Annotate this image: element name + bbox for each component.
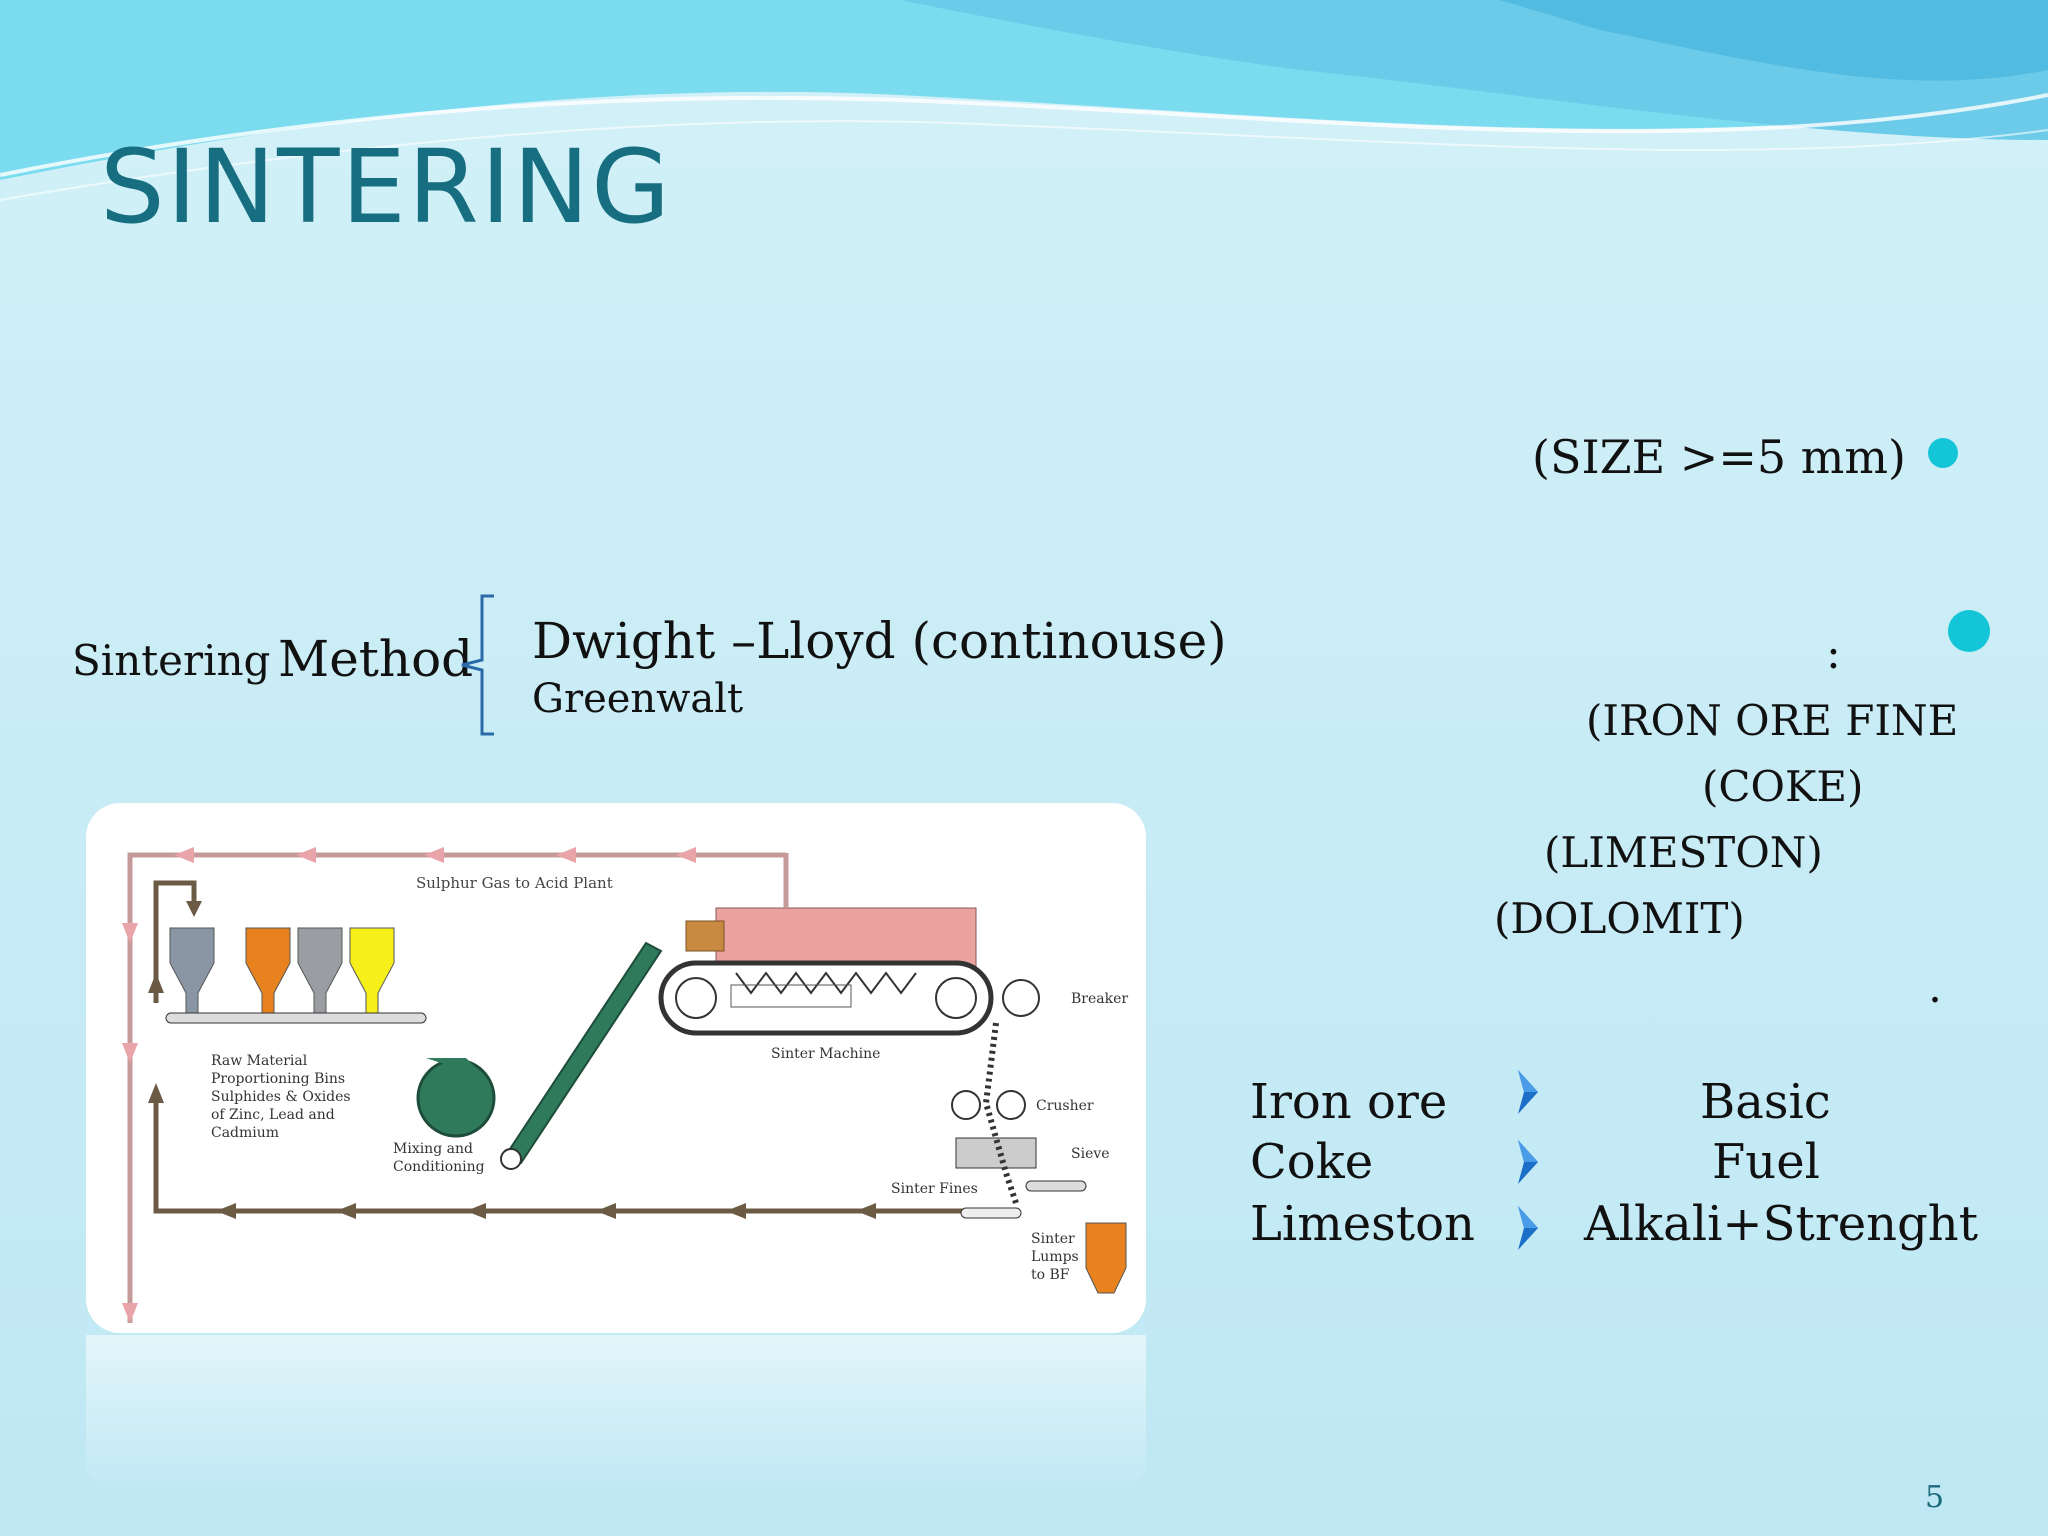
- role-fuel: Fuel: [1712, 1134, 1820, 1190]
- mixing-drum: [416, 1058, 496, 1138]
- materials-colon: :: [1826, 628, 1841, 679]
- lumps-label-1: Sinter: [1031, 1231, 1075, 1247]
- bins-label-1: Raw Material: [211, 1053, 308, 1069]
- role-material-limeston: Limeston: [1250, 1196, 1475, 1252]
- bullet-dot-2: [1948, 610, 1990, 652]
- materials-dot: .: [1928, 962, 1942, 1013]
- material-dolomit: (DOLOMIT): [1494, 894, 1745, 943]
- crusher-label: Crusher: [1036, 1098, 1094, 1114]
- bullet-dot-1: [1928, 438, 1958, 468]
- sieve-label: Sieve: [1071, 1146, 1110, 1162]
- slide-title: SINTERING: [100, 128, 673, 247]
- role-material-iron-ore: Iron ore: [1250, 1074, 1448, 1130]
- material-iron-ore-fine: (IRON ORE FINE: [1586, 696, 1959, 745]
- breaker-wheel: [1002, 979, 1040, 1017]
- arrow-right-icon: [1518, 1140, 1538, 1184]
- role-material-coke: Coke: [1250, 1134, 1374, 1190]
- lumps-label-2: Lumps: [1031, 1249, 1079, 1265]
- method-brace: [461, 594, 494, 736]
- sinter-lumps-hopper: [1085, 1222, 1127, 1294]
- bins-label-4: of Zinc, Lead and: [211, 1107, 335, 1123]
- role-alkali-strenght: Alkali+Strenght: [1584, 1196, 1979, 1252]
- lumps-label-3: to BF: [1031, 1267, 1070, 1283]
- material-coke: (COKE): [1702, 762, 1864, 811]
- material-limeston: (LIMESTON): [1544, 828, 1823, 877]
- mixing-label-2: Conditioning: [393, 1159, 485, 1175]
- arrow-right-icon: [1518, 1206, 1538, 1250]
- bins-label-2: Proportioning Bins: [211, 1071, 345, 1087]
- method-option-dwight-lloyd: Dwight –Lloyd (continouse): [532, 612, 1227, 670]
- breaker-label: Breaker: [1071, 991, 1128, 1007]
- inclined-conveyor: [504, 941, 663, 1165]
- raw-material-bins: [169, 927, 395, 1014]
- arrow-right-icon: [1518, 1070, 1538, 1114]
- role-basic: Basic: [1700, 1074, 1831, 1130]
- size-note: (SIZE >=5 mm): [1532, 430, 1906, 484]
- sinter-machine-label: Sinter Machine: [771, 1046, 880, 1062]
- sinter-strand: [658, 960, 994, 1036]
- sinter-fines-label: Sinter Fines: [891, 1181, 978, 1197]
- process-schematic: Sulphur Gas to Acid Plant Raw Material P…: [122, 847, 1128, 1323]
- method-label-method: Method: [278, 630, 474, 688]
- mixing-label-1: Mixing and: [393, 1141, 473, 1157]
- page-number: 5: [1925, 1480, 1945, 1515]
- header-waves: [0, 0, 2048, 201]
- diagram-reflection: [86, 1335, 1146, 1495]
- bins-label-5: Cadmium: [211, 1125, 279, 1141]
- crusher-roll: [951, 1090, 981, 1120]
- sintering-process-diagram: Sulphur Gas to Acid Plant Raw Material P…: [86, 803, 1146, 1333]
- method-option-greenwalt: Greenwalt: [532, 676, 744, 722]
- ignition-hood: [715, 907, 977, 969]
- bins-label-3: Sulphides & Oxides: [211, 1089, 351, 1105]
- method-label-sintering: Sintering: [72, 636, 271, 685]
- gas-label: Sulphur Gas to Acid Plant: [416, 874, 613, 892]
